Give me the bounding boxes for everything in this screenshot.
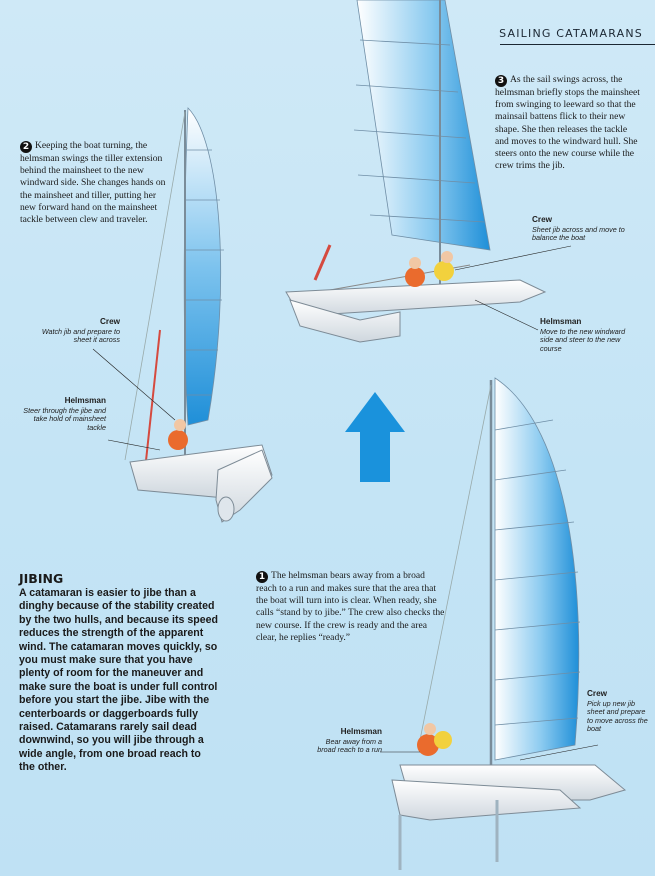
step3-number: 3 [495, 75, 507, 87]
leader-lines [92, 245, 599, 761]
step1-helmsman-text: Bear away from a broad reach to a run [317, 736, 382, 755]
catamaran-step3 [285, 0, 547, 343]
section-header: SAILING CATAMARANS [499, 27, 643, 40]
step2-body: Keeping the boat turning, the helmsman s… [20, 140, 166, 226]
step1-crew-label: Crew Pick up new jib sheet and prepare t… [587, 689, 651, 734]
step3-helmsman-label: Helmsman Move to the new windward side a… [540, 317, 632, 353]
step3-crew-text: Sheet jib across and move to balance the… [532, 224, 625, 243]
step2-crew-title: Crew [99, 317, 120, 326]
step3-body: As the sail swings across, the helmsman … [495, 74, 640, 172]
step3-helmsman-text: Move to the new windward side and steer … [540, 326, 626, 353]
step2-number: 2 [20, 141, 32, 153]
step1-body: The helmsman bears away from a broad rea… [256, 570, 445, 643]
catamaran-step1 [391, 377, 627, 870]
step3-helmsman-title: Helmsman [540, 317, 582, 326]
jibing-title: JIBING [19, 571, 64, 586]
step1-helmsman-label: Helmsman Bear away from a broad reach to… [306, 727, 382, 755]
jibing-body: A catamaran is easier to jibe than a din… [19, 587, 218, 774]
step1-number: 1 [256, 571, 268, 583]
step1-crew-text: Pick up new jib sheet and prepare to mov… [587, 698, 648, 734]
step3-crew-label: Crew Sheet jib across and move to balanc… [532, 215, 632, 243]
step2-helmsman-text: Steer through the jibe and take hold of … [23, 405, 106, 432]
step3-crew-title: Crew [532, 215, 553, 224]
step2-helmsman-title: Helmsman [64, 396, 106, 405]
step1-crew-title: Crew [587, 689, 608, 698]
step2-helmsman-label: Helmsman Steer through the jibe and take… [22, 396, 106, 432]
step2-crew-text: Watch jib and prepare to sheet it across [41, 326, 120, 345]
direction-arrow [345, 392, 405, 482]
header-rule [500, 44, 655, 45]
step1-helmsman-title: Helmsman [340, 727, 382, 736]
step2-crew-label: Crew Watch jib and prepare to sheet it a… [38, 317, 120, 345]
catamaran-step2 [124, 107, 273, 523]
